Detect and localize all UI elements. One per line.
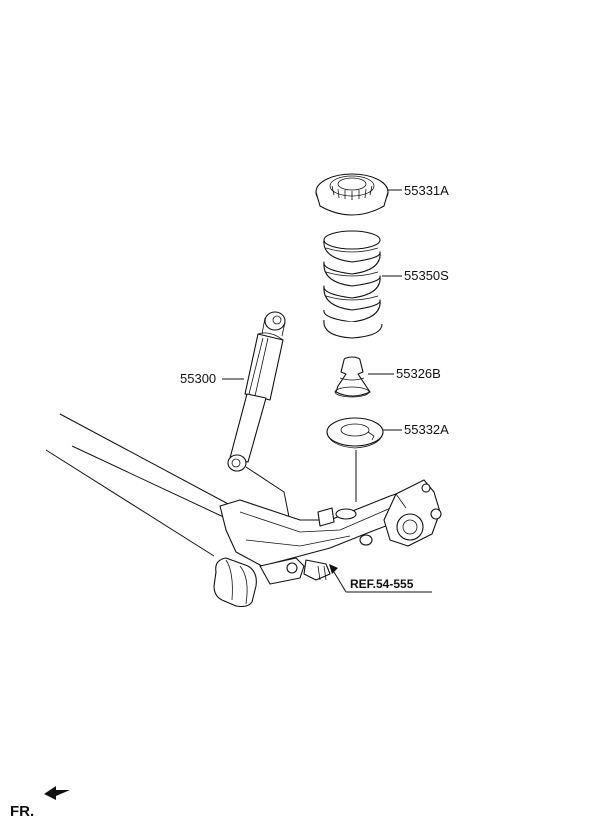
part-number-55331A: 55331A [404,183,449,198]
upper-spring-seat [315,173,389,216]
part-number-55326B: 55326B [396,366,441,381]
ref-arrow-icon [329,564,338,574]
rear-axle-beam [45,413,442,608]
reference-label: REF.54-555 [350,577,414,591]
shock-absorber [227,311,286,472]
coil-spring [323,230,383,339]
ref-leader [333,571,347,593]
part-number-55350S: 55350S [404,268,449,283]
part-number-55332A: 55332A [404,422,449,437]
bump-stopper [334,356,371,398]
front-direction-label: FR. [10,803,34,820]
lower-spring-seat [326,417,384,449]
part-number-55300: 55300 [180,371,216,386]
front-arrow-icon [44,786,70,800]
leader-shock-to-axle [245,466,285,493]
